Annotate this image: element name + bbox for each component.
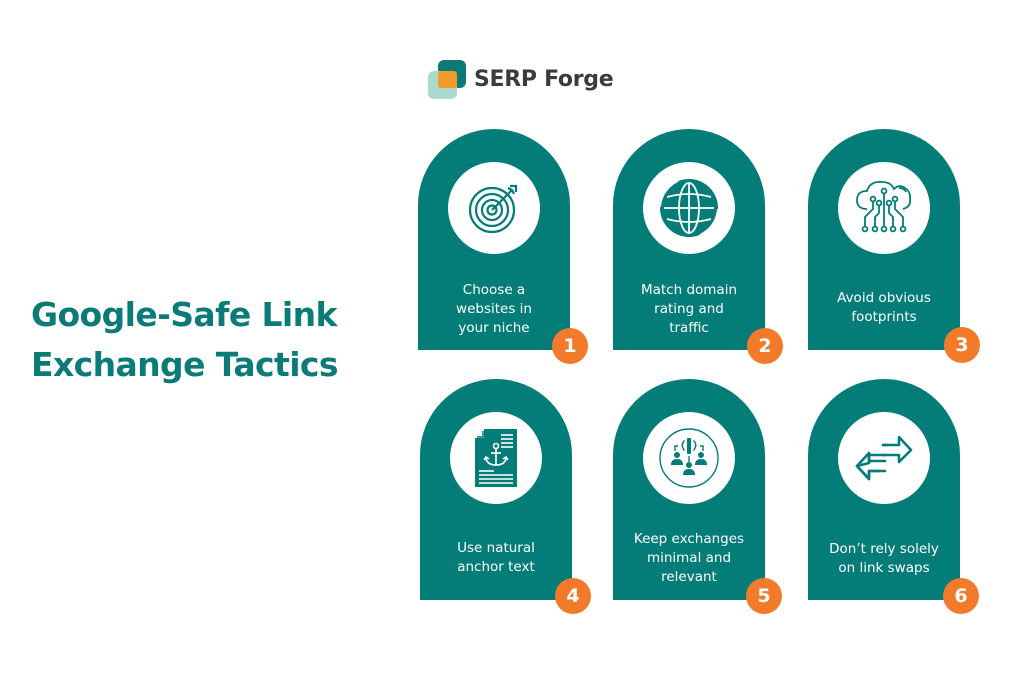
icon-circle <box>643 412 735 504</box>
step-badge-1: 1 <box>552 328 588 364</box>
step-badge-6: 6 <box>943 578 979 614</box>
tactic-card-6: Don’t rely solely on link swaps <box>808 379 960 600</box>
tactic-label: Avoid obvious footprints <box>837 290 931 325</box>
target-icon <box>468 184 518 234</box>
page-title: Google-Safe Link Exchange Tactics <box>31 290 391 390</box>
title-line-1: Google-Safe Link <box>31 295 337 334</box>
icon-circle <box>838 412 930 504</box>
cloud-network-icon <box>856 181 912 233</box>
tactic-card-2: Match domain rating and traffic <box>613 129 765 350</box>
people-network-icon <box>659 428 719 488</box>
tactic-card-3: Avoid obvious footprints <box>808 129 960 350</box>
overlapping-squares-logo-icon <box>428 59 468 99</box>
tactic-card-5: Keep exchanges minimal and relevant <box>613 379 765 600</box>
tactic-card-4: Use natural anchor text <box>420 379 572 600</box>
globe-icon <box>659 179 719 237</box>
icon-circle <box>643 162 735 254</box>
step-badge-4: 4 <box>555 578 591 614</box>
brand-logo: SERP Forge <box>428 58 614 100</box>
step-badge-5: 5 <box>746 578 782 614</box>
tactic-label: Keep exchanges minimal and relevant <box>633 531 745 585</box>
brand-name: SERP Forge <box>474 66 614 92</box>
tactic-label: Choose a websites in your niche <box>456 282 532 336</box>
step-badge-2: 2 <box>747 328 783 364</box>
icon-circle <box>448 162 540 254</box>
tactic-card-1: Choose a websites in your niche <box>418 129 570 350</box>
swap-arrows-icon <box>855 435 913 481</box>
anchor-document-icon <box>475 429 517 487</box>
tactic-label: Don’t rely solely on link swaps <box>829 541 939 576</box>
icon-circle <box>450 412 542 504</box>
title-line-2: Exchange Tactics <box>31 345 339 384</box>
step-badge-3: 3 <box>944 327 980 363</box>
tactic-label: Use natural anchor text <box>457 540 535 575</box>
tactic-label: Match domain rating and traffic <box>640 282 738 336</box>
icon-circle <box>838 162 930 254</box>
